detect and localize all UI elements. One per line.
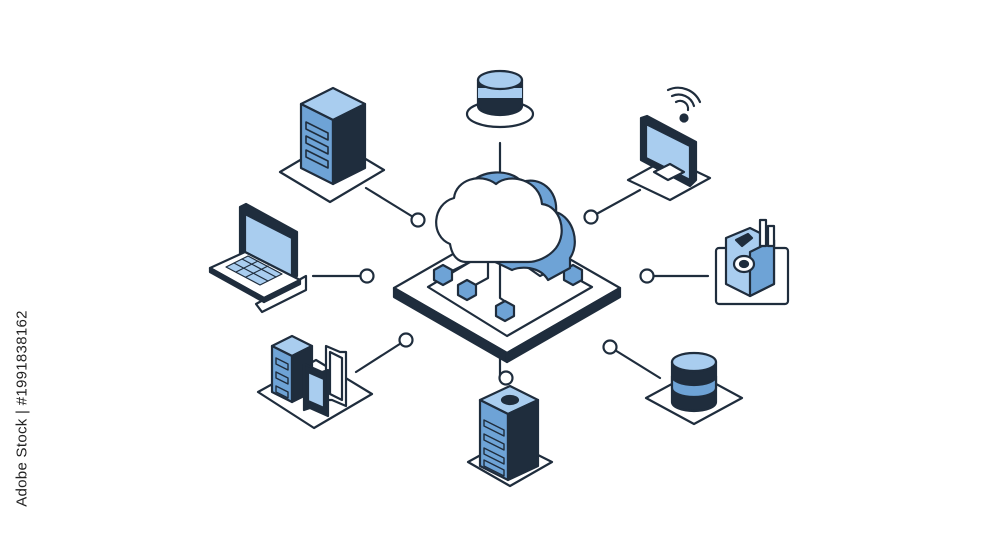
connector-dots: [359, 209, 655, 386]
database-puck-icon: [465, 69, 535, 129]
server-tower-icon: [466, 384, 554, 488]
server-rack-icon: [278, 86, 386, 204]
desktop-monitor-wifi-icon: [626, 86, 712, 202]
wifi-icon: [666, 86, 702, 123]
cloud-circuit-board-icon: [392, 171, 622, 364]
stock-watermark: Adobe Stock | #1991838162: [13, 310, 31, 507]
factory-robot-icon: [714, 218, 790, 306]
laptop-icon: [208, 202, 308, 314]
database-cylinder-icon: [644, 351, 744, 426]
connector-lines: [311, 141, 710, 380]
server-phone-tablet-icon: [256, 334, 374, 430]
